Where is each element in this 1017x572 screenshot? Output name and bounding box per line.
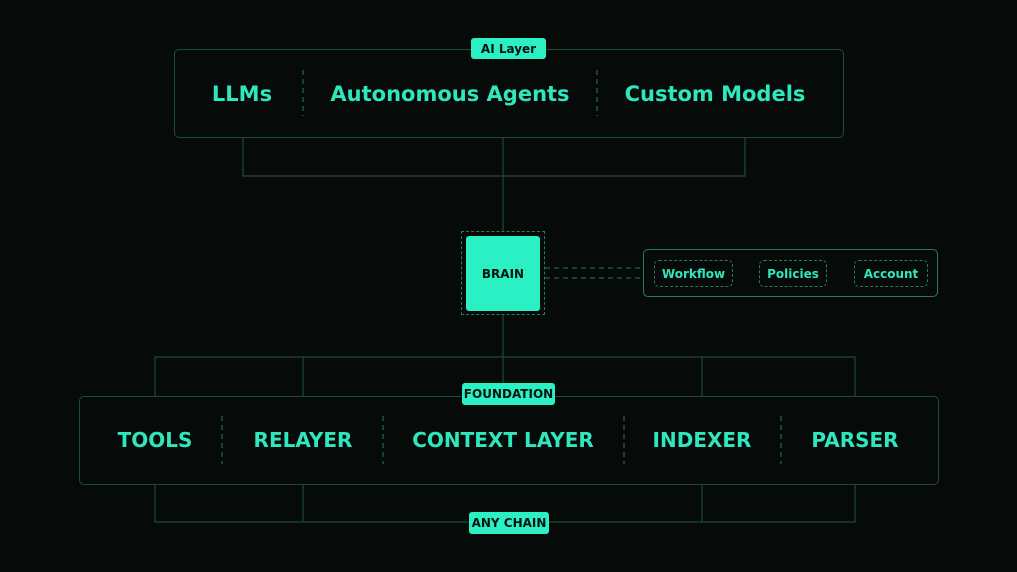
foundation-item-relayer: RELAYER: [253, 428, 353, 452]
foundation-label: FOUNDATION: [462, 383, 555, 405]
foundation-top-bracket: [154, 356, 856, 396]
module-workflow: Workflow: [654, 260, 733, 287]
ai-bracket: [242, 137, 746, 177]
brain-frame: [461, 231, 545, 315]
any-chain-label: ANY CHAIN: [469, 512, 549, 534]
ai-layer-label: AI Layer: [471, 38, 546, 59]
ai-item-custom-models: Custom Models: [624, 82, 806, 106]
brain-node: BRAIN: [466, 236, 540, 311]
foundation-item-context-layer: CONTEXT LAYER: [412, 428, 594, 452]
ai-item-llms: LLMs: [211, 82, 273, 106]
brain-modules-box: [643, 249, 938, 297]
foundation-item-parser: PARSER: [811, 428, 899, 452]
ai-item-autonomous-agents: Autonomous Agents: [330, 82, 570, 106]
foundation-item-indexer: INDEXER: [652, 428, 752, 452]
module-account: Account: [854, 260, 928, 287]
module-policies: Policies: [759, 260, 827, 287]
foundation-item-tools: TOOLS: [117, 428, 193, 452]
